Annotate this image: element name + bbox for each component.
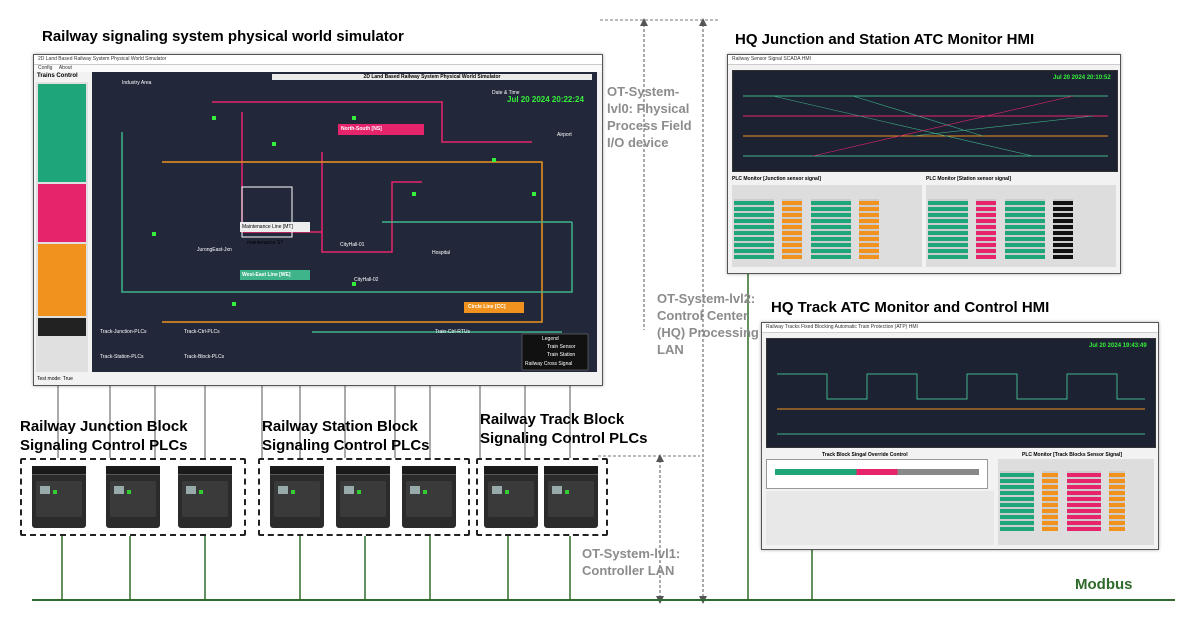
plc-group-junction-title: Railway Junction Block Signaling Control… [20, 418, 188, 454]
plc-group-track-title: Railway Track Block Signaling Control PL… [480, 411, 648, 447]
hq-junction-window: Railway Sensor Signal SCADA HMI Jul 20 2… [727, 54, 1121, 274]
modbus-label: Modbus [1075, 576, 1133, 593]
trains-control-label: Trains Control [37, 73, 78, 79]
sim-map: 2D Land Based Railway System Physical Wo… [92, 72, 597, 372]
plc-junction-3 [178, 466, 232, 528]
hq-track-panel-2: PLC Monitor [Track Blocks Sensor Signal] [1022, 452, 1123, 458]
arrow-up-1 [640, 18, 648, 26]
sim-map-title: 2D Land Based Railway System Physical Wo… [272, 74, 592, 80]
plc-group-station [258, 458, 470, 536]
area-hospital: Hospital [432, 250, 451, 256]
hq-track-title: HQ Track ATC Monitor and Control HMI [771, 299, 1050, 316]
hq-junction-plc-grid-1 [732, 185, 922, 267]
plc-panel-station: Track-Station-PLCs [100, 354, 144, 360]
lvl1-label: OT-System-lvl1: Controller LAN [582, 546, 681, 578]
sim-date-label: Date & Time [492, 90, 520, 96]
line-label-cc: Circle Line [CC] [468, 304, 506, 310]
area-airport: Airport [557, 132, 572, 138]
plc-panel-ctrl: Track-Ctrl-PLCs [184, 329, 220, 335]
plc-panel-junction: Track-Junction-PLCs [100, 329, 147, 335]
hq-track-panel-1: Track Block Singal Override Control [822, 452, 908, 458]
menu-config[interactable]: Config [38, 65, 53, 71]
plc-junction-1 [32, 466, 86, 528]
plc-group-station-title: Railway Station Block Signaling Control … [262, 418, 430, 454]
hq-junction-panel-2: PLC Monitor [Station sensor signal] [926, 176, 1012, 182]
lvl2-label: OT-System-lvl2: Control Center (HQ) Proc… [657, 291, 759, 357]
plc-station-1 [270, 466, 324, 528]
area-industry: Industry Area [122, 80, 152, 86]
line-label-ns: North-South [NS] [341, 126, 382, 132]
hq-junction-plc-grid-2 [926, 185, 1116, 267]
plc-group-track [476, 458, 608, 536]
legend-signal: Railway Cross Signal [525, 361, 573, 367]
arrow-up-2 [656, 454, 664, 462]
trains-control-panel [36, 82, 88, 372]
plc-station-3 [402, 466, 456, 528]
sim-status: Test mode: True [37, 376, 73, 382]
hq-track-override-control[interactable] [766, 459, 988, 489]
area-cityhall-02: CityHall-02 [354, 277, 379, 283]
menu-about[interactable]: About [58, 65, 72, 71]
hq-track-map: Jul 20 2024 19:43:49 [766, 338, 1156, 448]
hq-junction-panel-1: PLC Monitor [Junction sensor signal] [732, 176, 821, 182]
simulator-window: 2D Land Based Railway System Physical Wo… [33, 54, 603, 386]
hq-junction-titlebar: Railway Sensor Signal SCADA HMI [728, 55, 1120, 65]
sim-titlebar: 2D Land Based Railway System Physical Wo… [34, 55, 602, 65]
track-map [121, 101, 589, 371]
line-label-maint: Maintenance Line [MT] [242, 224, 293, 230]
sim-datetime: Jul 20 2024 20:22:24 [507, 95, 584, 104]
area-cityhall-01: CityHall-01 [340, 242, 365, 248]
hq-track-datetime: Jul 20 2024 19:43:49 [1089, 343, 1147, 349]
sim-menubar: Config About [34, 65, 602, 72]
plc-station-2 [336, 466, 390, 528]
plc-panel-block: Track-Block-PLCs [184, 354, 225, 360]
hq-track-plc-grid [998, 459, 1154, 545]
area-jurongeast: JurongEast-Jxn [197, 247, 232, 253]
legend-sensor: Train Sensor [547, 344, 576, 350]
plc-track-1 [484, 466, 538, 528]
hq-junction-map: Jul 20 2024 20:10:52 [732, 70, 1118, 172]
hq-track-titlebar: Railway Tracks Fixed Blocking Automatic … [762, 323, 1158, 333]
legend-station: Train Station [547, 352, 576, 358]
plc-panel-rtu: Train-Ctrl-RTUs [435, 329, 470, 335]
hq-junction-title: HQ Junction and Station ATC Monitor HMI [735, 31, 1035, 48]
arrow-up-3 [699, 18, 707, 26]
lvl0-label: OT-System-lvl0: Physical Process Field I… [607, 84, 692, 150]
hq-track-data-table [766, 491, 994, 545]
plc-track-2 [544, 466, 598, 528]
simulator-title: Railway signaling system physical world … [42, 28, 404, 45]
plc-group-junction [20, 458, 246, 536]
plc-junction-2 [106, 466, 160, 528]
line-label-we: West-East Line [WE] [242, 272, 291, 278]
hq-track-window: Railway Tracks Fixed Blocking Automatic … [761, 322, 1159, 550]
hq-junction-datetime: Jul 20 2024 20:10:52 [1053, 75, 1111, 81]
legend-title: Legend [542, 336, 559, 342]
area-maintenance: maintenance ST [247, 240, 284, 246]
